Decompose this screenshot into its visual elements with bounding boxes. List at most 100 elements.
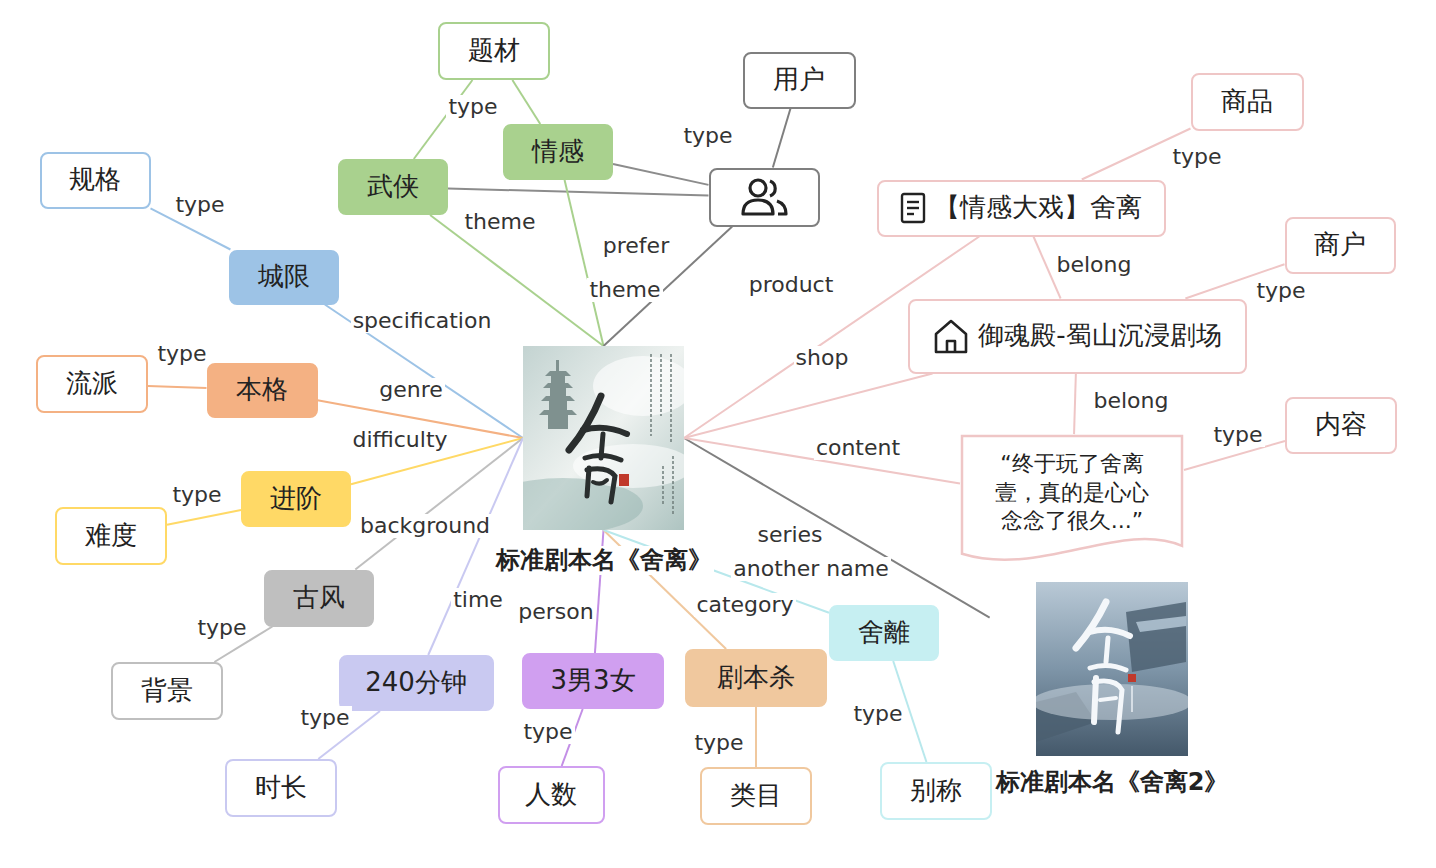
node-label: 题材 [468, 35, 520, 66]
relation-label: type [298, 706, 351, 730]
relation-label: theme [462, 210, 537, 234]
node-content: 御魂殿-蜀山沉浸剧场 [932, 317, 1221, 355]
relation-line [325, 305, 523, 439]
node-content: 规格 [69, 164, 121, 195]
node-content: 标准剧本名《舍离2》 [994, 768, 1231, 797]
node-label: 流派 [66, 368, 118, 399]
node-content: 【情感大戏】舍离 [900, 192, 1142, 224]
node-label: 时长 [255, 772, 307, 803]
poster-node: 标准剧本名《舍离2》 [990, 582, 1235, 797]
node-content: 商户 [1314, 229, 1366, 260]
entity-box: 时长 [225, 759, 337, 817]
entity-box: 背景 [111, 662, 223, 720]
poster-illustration [523, 346, 684, 530]
node-label: 人数 [525, 779, 577, 810]
poster-frame [523, 346, 684, 530]
poster-illustration [1036, 582, 1188, 756]
entity-box: 用户 [743, 52, 856, 109]
entity-box: 舍離 [829, 605, 939, 661]
poster-caption: 标准剧本名《舍离2》 [994, 768, 1231, 797]
relation-label: difficulty [350, 428, 449, 452]
entity-box: 进阶 [241, 471, 351, 527]
relation-line [1074, 374, 1076, 435]
relation-label: product [747, 273, 836, 297]
document-node: “终于玩了舍离 壹，真的是心心 念念了很久...” [960, 434, 1184, 570]
node-content: 别称 [910, 775, 962, 806]
node-label: 城限 [258, 261, 310, 292]
entity-box: 御魂殿-蜀山沉浸剧场 [908, 299, 1247, 374]
relation-line [414, 80, 473, 159]
doc-icon [900, 192, 926, 224]
entity-box: 内容 [1285, 397, 1397, 454]
relation-label: type [851, 702, 904, 726]
node-content: 时长 [255, 772, 307, 803]
node-label: 剧本杀 [717, 662, 795, 693]
relation-label: type [521, 720, 574, 744]
node-label: 情感 [532, 136, 584, 167]
node-content: 古风 [293, 582, 345, 613]
entity-box: 商品 [1191, 73, 1304, 131]
entity-box: 难度 [55, 507, 167, 565]
relation-label: person [516, 600, 595, 624]
relation-label: content [814, 436, 902, 460]
node-content: 情感 [532, 136, 584, 167]
node-content: 武侠 [367, 171, 419, 202]
node-label: 古风 [293, 582, 345, 613]
entity-box: 武侠 [338, 159, 448, 215]
entity-box: 人数 [498, 766, 605, 824]
relation-line [613, 164, 709, 185]
entity-box: 规格 [40, 152, 151, 209]
relation-label: type [681, 124, 734, 148]
node-label: 3男3女 [550, 665, 635, 696]
relation-label: specification [351, 309, 494, 333]
relation-label: belong [1055, 253, 1134, 277]
relation-line [684, 438, 990, 618]
node-label: 用户 [773, 64, 825, 95]
relation-line [148, 386, 207, 388]
relation-label: category [694, 593, 795, 617]
relation-line [512, 80, 540, 124]
relation-label: type [692, 731, 745, 755]
node-content: 标准剧本名《舍离》 [494, 546, 714, 575]
node-content: 舍離 [858, 617, 910, 648]
node-content: “终于玩了舍离 壹，真的是心心 念念了很久...” [986, 450, 1158, 536]
node-content: 用户 [773, 64, 825, 95]
relation-label: type [195, 616, 248, 640]
relation-label: time [451, 588, 505, 612]
relation-label: type [1254, 279, 1307, 303]
node-label: 类目 [730, 780, 782, 811]
node-label: 本格 [236, 374, 288, 405]
node-label: 难度 [85, 520, 137, 551]
user-icon [738, 176, 790, 218]
relation-label: series [755, 523, 824, 547]
entity-box: 【情感大戏】舍离 [877, 180, 1166, 237]
entity-box: 题材 [438, 22, 550, 80]
node-content: 进阶 [270, 483, 322, 514]
entity-box: 本格 [207, 363, 318, 418]
relation-label: type [446, 95, 499, 119]
poster-node: 标准剧本名《舍离》 [490, 346, 718, 575]
node-content: 3男3女 [550, 665, 635, 696]
entity-box: 商户 [1285, 217, 1396, 274]
relation-label: genre [377, 378, 445, 402]
node-content: 人数 [525, 779, 577, 810]
relation-label: type [170, 483, 223, 507]
node-label: 内容 [1315, 409, 1367, 440]
relation-line [448, 188, 709, 195]
node-label: 舍離 [858, 617, 910, 648]
node-content [738, 176, 790, 218]
node-label: “终于玩了舍离 壹，真的是心心 念念了很久...” [986, 450, 1158, 536]
entity-box: 情感 [503, 124, 613, 180]
node-label: 别称 [910, 775, 962, 806]
node-content: 难度 [85, 520, 137, 551]
node-content: 内容 [1315, 409, 1367, 440]
relation-label: shop [794, 346, 851, 370]
relation-label: type [173, 193, 226, 217]
poster-frame [1036, 582, 1188, 756]
node-label: 规格 [69, 164, 121, 195]
node-label: 武侠 [367, 171, 419, 202]
node-content: 题材 [468, 35, 520, 66]
node-content: 剧本杀 [717, 662, 795, 693]
relation-line [167, 510, 241, 525]
